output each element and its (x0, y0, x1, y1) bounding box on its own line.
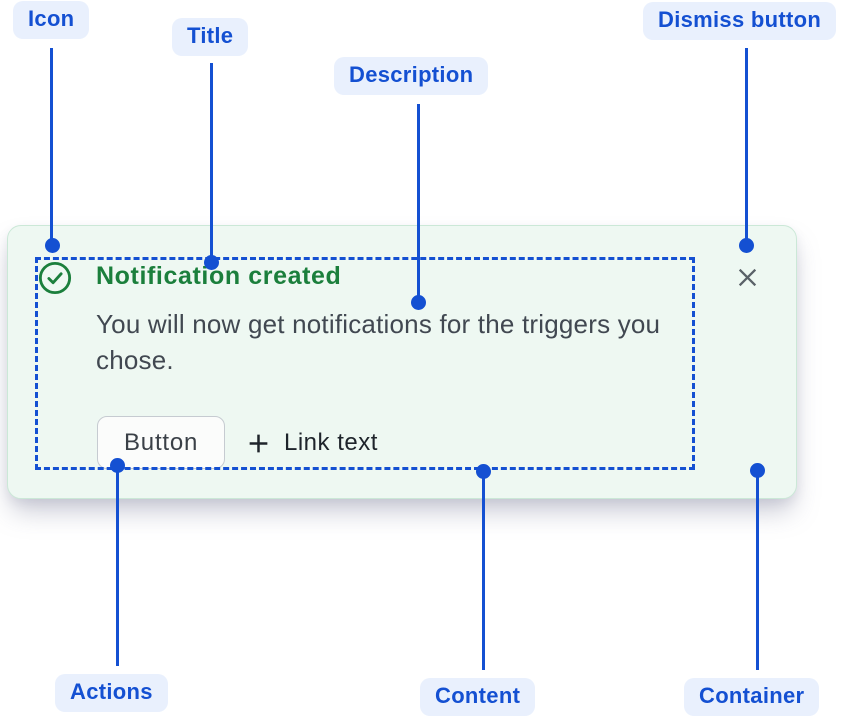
callout-line-description (417, 104, 420, 303)
callout-label-container: Container (684, 678, 820, 716)
callout-line-content (482, 472, 485, 670)
callout-line-icon (50, 48, 53, 246)
plus-icon (246, 431, 271, 456)
callout-dot-description (411, 295, 426, 310)
callout-label-title: Title (172, 18, 249, 56)
dismiss-button[interactable] (731, 261, 763, 293)
callout-label-icon: Icon (13, 1, 90, 39)
callout-label-actions: Actions (55, 674, 168, 712)
callout-dot-content (476, 464, 491, 479)
callout-line-actions (116, 466, 119, 666)
callout-dot-dismiss (739, 238, 754, 253)
callout-dot-container (750, 463, 765, 478)
callout-dot-actions (110, 458, 125, 473)
callout-label-dismiss-button: Dismiss button (643, 2, 837, 40)
callout-label-description: Description (334, 57, 489, 95)
notification-title: Notification created (96, 262, 342, 290)
callout-dot-title (204, 255, 219, 270)
callout-label-content: Content (420, 678, 536, 716)
success-check-icon (38, 261, 72, 295)
link-action[interactable]: Link text (246, 421, 378, 465)
callout-line-container (756, 471, 759, 670)
close-icon (735, 265, 760, 290)
link-text: Link text (284, 429, 378, 456)
notification-description: You will now get notifications for the t… (96, 309, 661, 375)
callout-line-dismiss (745, 48, 748, 246)
callout-dot-icon (45, 238, 60, 253)
callout-line-title (210, 63, 213, 263)
